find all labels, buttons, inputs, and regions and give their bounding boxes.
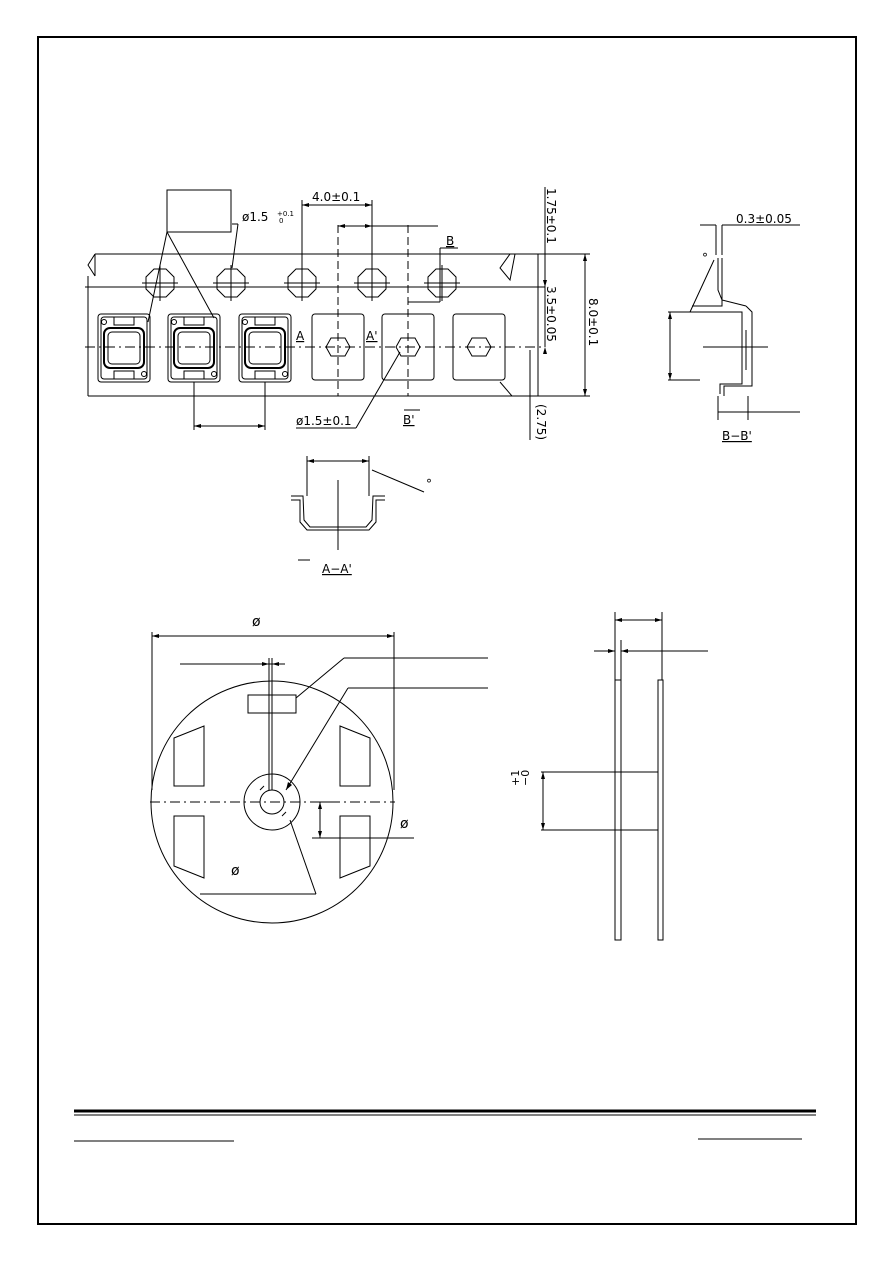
- aa-angle-mark: °: [426, 477, 432, 491]
- tape-top-edge-left: [87, 253, 96, 277]
- aa-section-title: A−A': [322, 562, 352, 576]
- reel-side-tol-minus: −0: [519, 770, 532, 786]
- dimension-arrows: [194, 203, 587, 428]
- tape-dimensions: [147, 187, 590, 440]
- label-a: A: [296, 329, 305, 343]
- reel-side-tol-plus: +1: [509, 770, 522, 786]
- reel-side-flange-right: [657, 679, 664, 941]
- bb-thickness-dim: 0.3±0.05: [736, 212, 792, 226]
- footer-rules: [74, 1109, 816, 1142]
- reel-side-view: [541, 612, 708, 941]
- pitch-dim-label: 4.0±0.1: [312, 190, 360, 204]
- sprocket-hole: [354, 265, 390, 301]
- label-b: B: [446, 234, 454, 248]
- empty-cavities: [311, 225, 506, 396]
- reel-outer-diameter: ø: [252, 614, 261, 630]
- center-dim-label: 3.5±0.05: [544, 286, 558, 342]
- section-aa-view: [291, 456, 425, 561]
- offset-dim-label: (2.75): [534, 404, 548, 440]
- section-bb-view: [668, 224, 800, 420]
- sprocket-hole-tol: +0.1: [277, 210, 294, 218]
- sprocket-holes: [142, 265, 460, 301]
- sprocket-hole: [424, 265, 460, 301]
- component-pocket: [238, 313, 292, 383]
- reel-side-flange-left: [614, 679, 622, 941]
- sprocket-hole: [213, 265, 249, 301]
- reel-hub-diameter: ø: [400, 816, 409, 832]
- tape-bottom-edge: [88, 381, 514, 397]
- label-a-prime: A': [366, 329, 378, 343]
- label-box: [166, 189, 232, 233]
- cavity-hole-dim: ø1.5±0.1: [296, 414, 352, 428]
- bb-section-title: B−B': [722, 429, 752, 443]
- reel-front-view: [150, 632, 488, 924]
- empty-pocket: [452, 313, 506, 381]
- sprocket-hole: [284, 265, 320, 301]
- sheet-border: [37, 36, 857, 1225]
- reel-arbor-diameter: ø: [231, 863, 240, 879]
- bb-angle-mark: °: [702, 251, 708, 265]
- component-pocket: [167, 313, 221, 383]
- label-b-prime: B': [403, 413, 415, 427]
- width-dim-label: 8.0±0.1: [586, 298, 600, 346]
- component-pocket: [97, 313, 151, 383]
- edge-dim-label: 1.75±0.1: [544, 188, 558, 244]
- filled-cavities: [97, 313, 292, 383]
- sprocket-hole-dim: ø1.5: [242, 210, 268, 224]
- sprocket-hole: [142, 265, 178, 301]
- sprocket-hole-tol-zero: 0: [279, 217, 283, 225]
